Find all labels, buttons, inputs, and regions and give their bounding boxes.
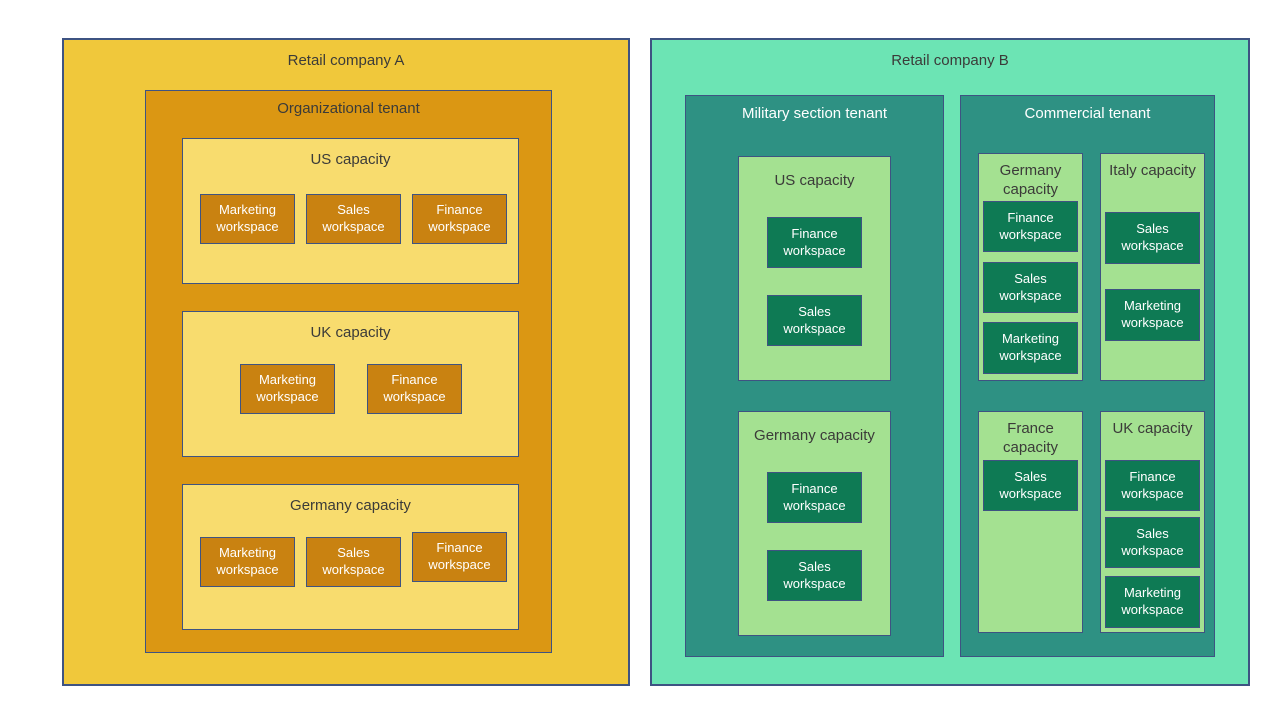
capacity-a-germany-box: Germany capacity Marketing workspace Sal… (182, 484, 519, 630)
tenant-organizational-box: Organizational tenant US capacity Market… (145, 90, 552, 653)
workspace-box: Sales workspace (983, 262, 1078, 313)
capacity-a-us-box: US capacity Marketing workspace Sales wo… (182, 138, 519, 284)
workspace-box: Marketing workspace (1105, 289, 1200, 341)
workspace-box: Marketing workspace (240, 364, 335, 414)
tenant-commercial-box: Commercial tenant Germany capacity Finan… (960, 95, 1215, 657)
workspace-box: Finance workspace (1105, 460, 1200, 511)
tenant-organizational-title: Organizational tenant (277, 100, 420, 117)
workspace-box: Sales workspace (306, 537, 401, 587)
capacity-a-us-title: US capacity (310, 151, 391, 168)
workspace-box: Sales workspace (306, 194, 401, 244)
capacity-com-germany-title: Germany capacity (999, 162, 1062, 198)
tenant-military-box: Military section tenant US capacity Fina… (685, 95, 944, 657)
workspace-box: Finance workspace (412, 532, 507, 582)
capacity-mil-germany-box: Germany capacity Finance workspace Sales… (738, 411, 891, 636)
workspace-box: Finance workspace (983, 201, 1078, 252)
capacity-com-france-title: France capacity (1002, 420, 1059, 456)
capacity-com-italy-box: Italy capacity Sales workspace Marketing… (1100, 153, 1205, 381)
workspace-box: Sales workspace (983, 460, 1078, 511)
capacity-a-uk-title: UK capacity (310, 324, 391, 341)
company-b-box: Retail company B Military section tenant… (650, 38, 1250, 686)
workspace-box: Marketing workspace (983, 322, 1078, 374)
workspace-box: Sales workspace (1105, 517, 1200, 568)
workspace-box: Finance workspace (767, 217, 862, 268)
tenant-military-title: Military section tenant (741, 105, 888, 122)
workspace-box: Sales workspace (767, 550, 862, 601)
company-a-title: Retail company A (287, 52, 405, 69)
tenant-commercial-title: Commercial tenant (1024, 105, 1151, 122)
workspace-box: Marketing workspace (200, 194, 295, 244)
capacity-mil-us-title: US capacity (774, 172, 855, 189)
workspace-box: Finance workspace (767, 472, 862, 523)
capacity-com-germany-box: Germany capacity Finance workspace Sales… (978, 153, 1083, 381)
capacity-mil-germany-title: Germany capacity (754, 427, 875, 444)
capacity-com-italy-title: Italy capacity (1109, 162, 1196, 179)
workspace-box: Sales workspace (1105, 212, 1200, 264)
company-b-title: Retail company B (891, 52, 1009, 69)
capacity-a-germany-title: Germany capacity (290, 497, 411, 514)
capacity-com-france-box: France capacity Sales workspace (978, 411, 1083, 633)
company-a-box: Retail company A Organizational tenant U… (62, 38, 630, 686)
capacity-com-uk-title: UK capacity (1112, 420, 1193, 437)
workspace-box: Finance workspace (367, 364, 462, 414)
workspace-box: Sales workspace (767, 295, 862, 346)
capacity-com-uk-box: UK capacity Finance workspace Sales work… (1100, 411, 1205, 633)
workspace-box: Marketing workspace (200, 537, 295, 587)
capacity-mil-us-box: US capacity Finance workspace Sales work… (738, 156, 891, 381)
workspace-box: Marketing workspace (1105, 576, 1200, 628)
workspace-box: Finance workspace (412, 194, 507, 244)
capacity-a-uk-box: UK capacity Marketing workspace Finance … (182, 311, 519, 457)
